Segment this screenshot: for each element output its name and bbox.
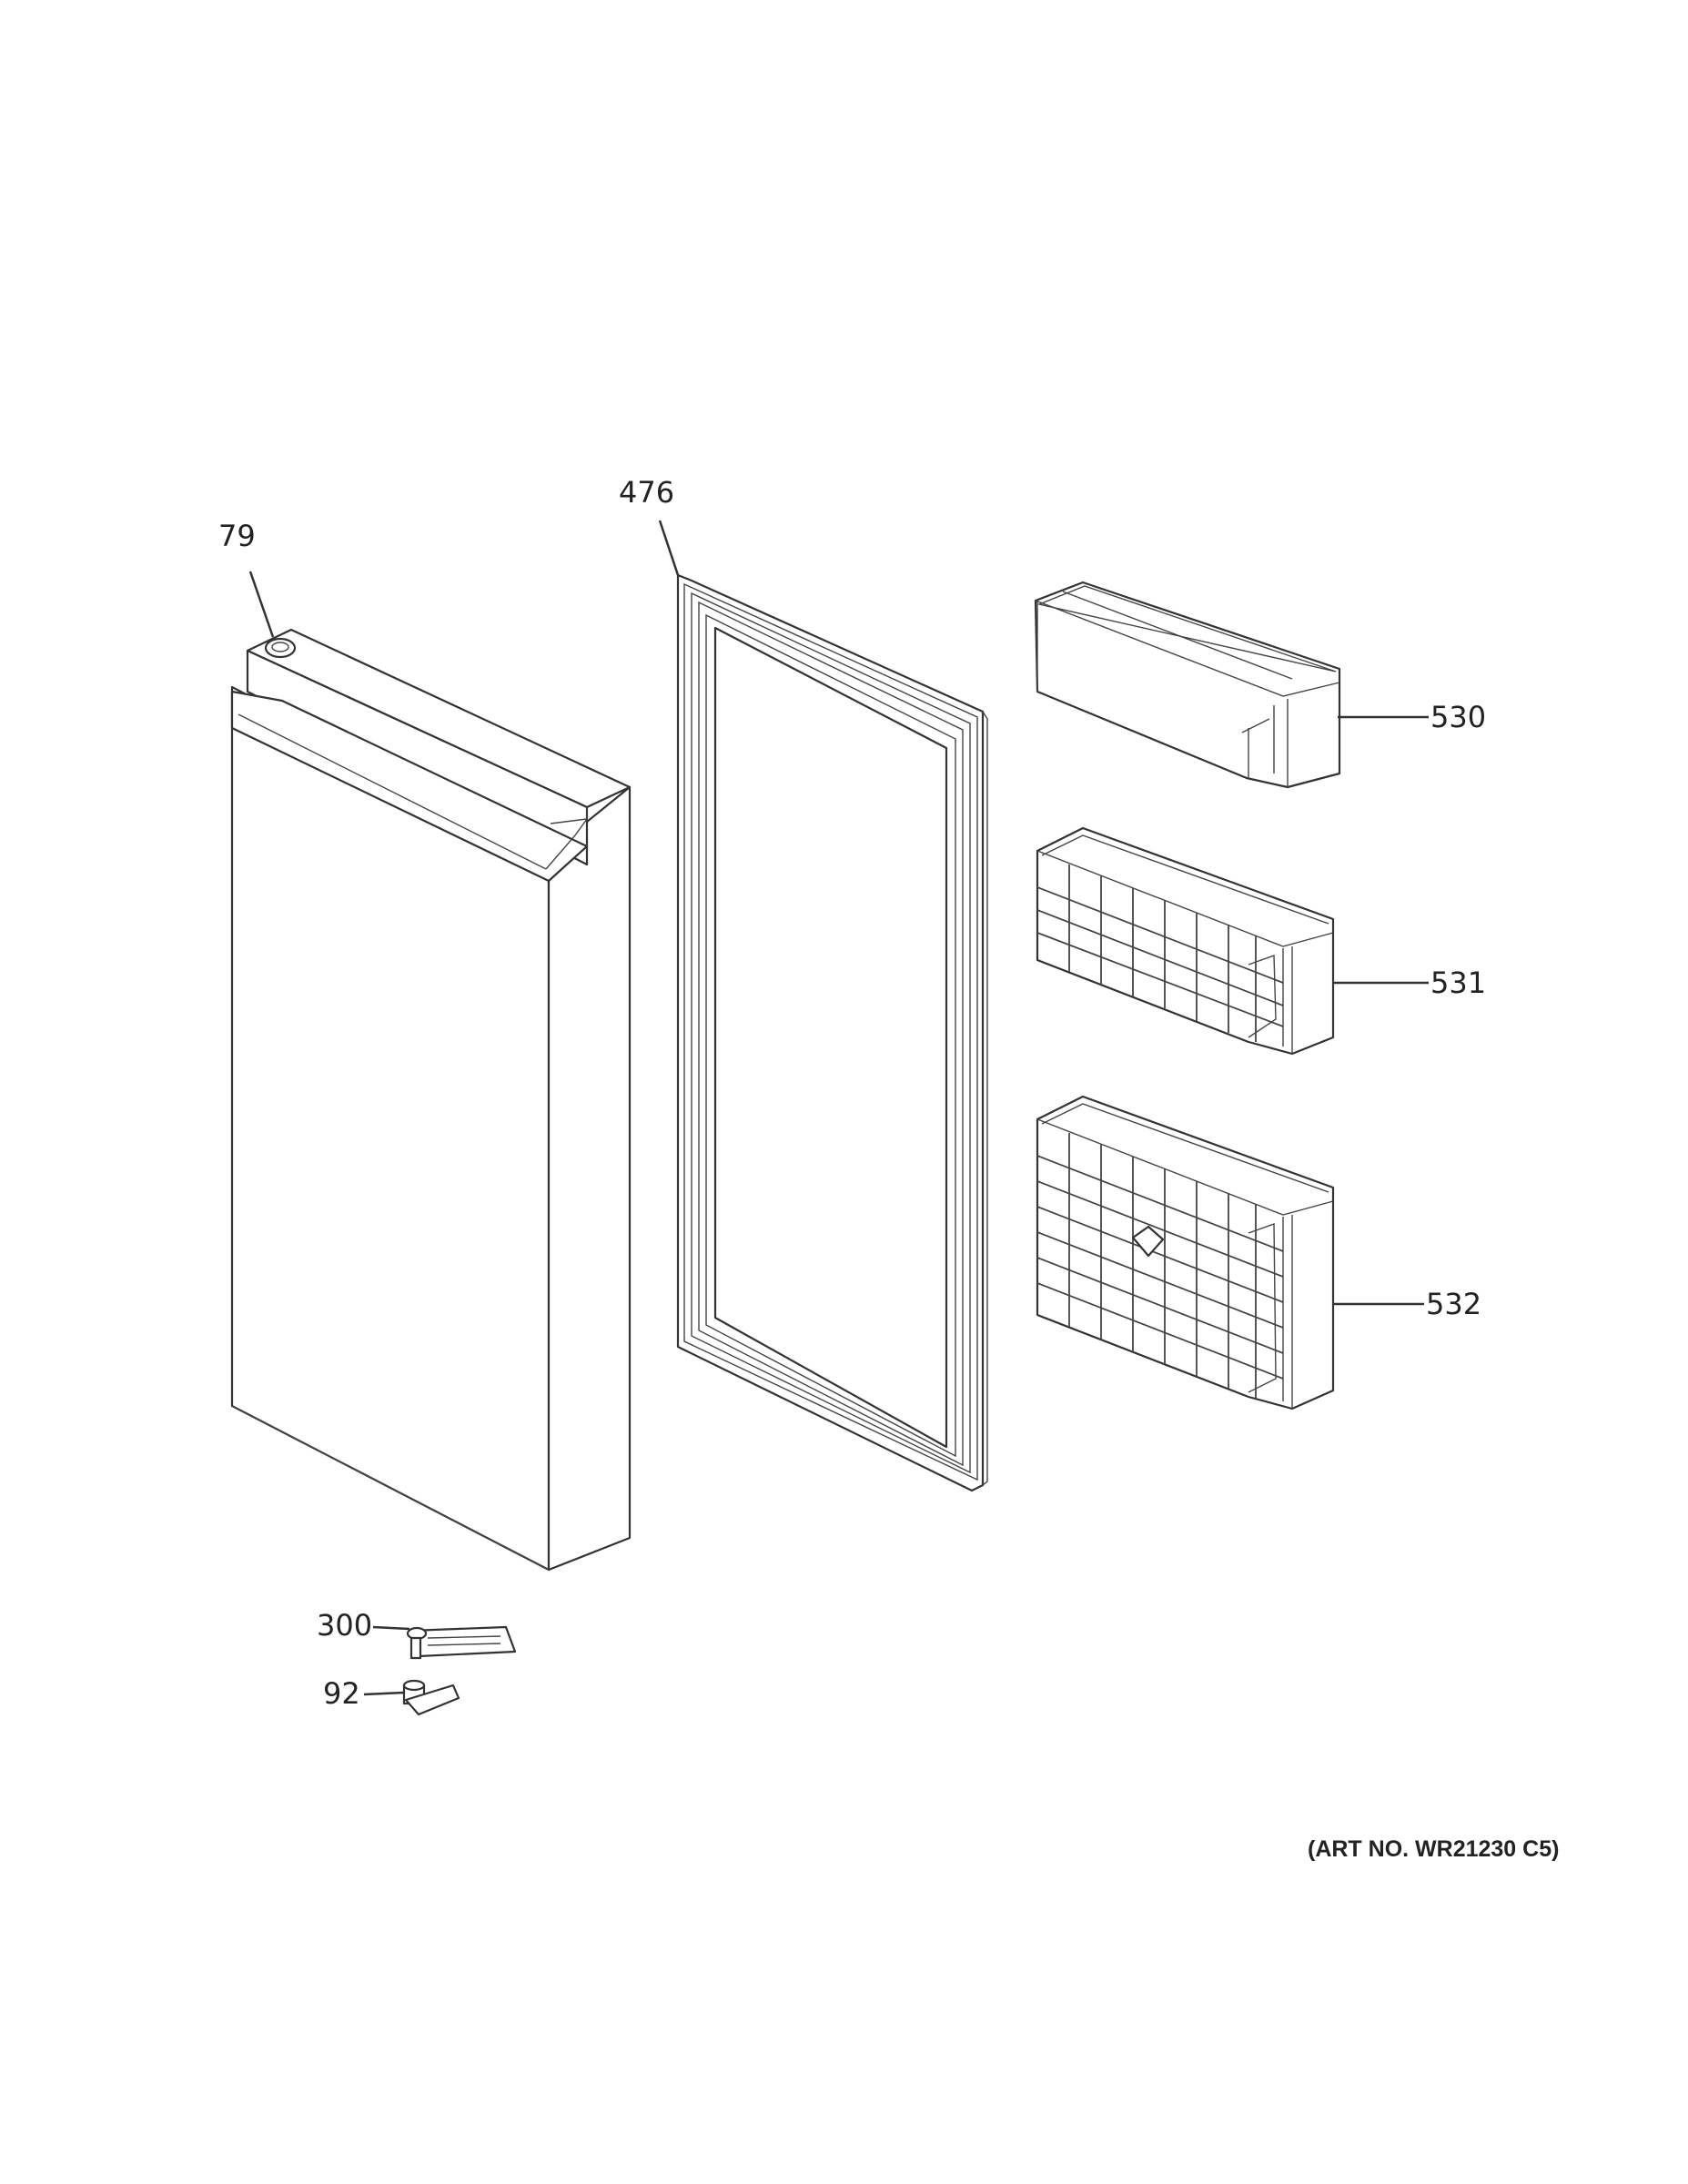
leader-476: [658, 520, 680, 576]
leader-300: [372, 1625, 410, 1631]
callout-79: 79: [218, 519, 256, 553]
callout-476: 476: [619, 475, 674, 510]
callout-532: 532: [1426, 1287, 1481, 1321]
callout-531: 531: [1430, 966, 1486, 1000]
door-bin-large[interactable]: [1036, 1095, 1335, 1410]
door-bin-medium[interactable]: [1036, 826, 1335, 1056]
callout-300: 300: [317, 1608, 372, 1643]
callout-92: 92: [323, 1676, 360, 1711]
art-number: (ART NO. WR21230 C5): [1308, 1836, 1559, 1862]
callout-530: 530: [1430, 700, 1486, 734]
door-gasket[interactable]: [676, 573, 988, 1492]
door-hinge[interactable]: [406, 1625, 517, 1660]
door-bin-small[interactable]: [1034, 581, 1341, 789]
hinge-pin[interactable]: [402, 1679, 460, 1716]
leader-79: [248, 571, 275, 638]
door-panel[interactable]: [230, 628, 632, 1572]
leader-92: [363, 1691, 405, 1696]
